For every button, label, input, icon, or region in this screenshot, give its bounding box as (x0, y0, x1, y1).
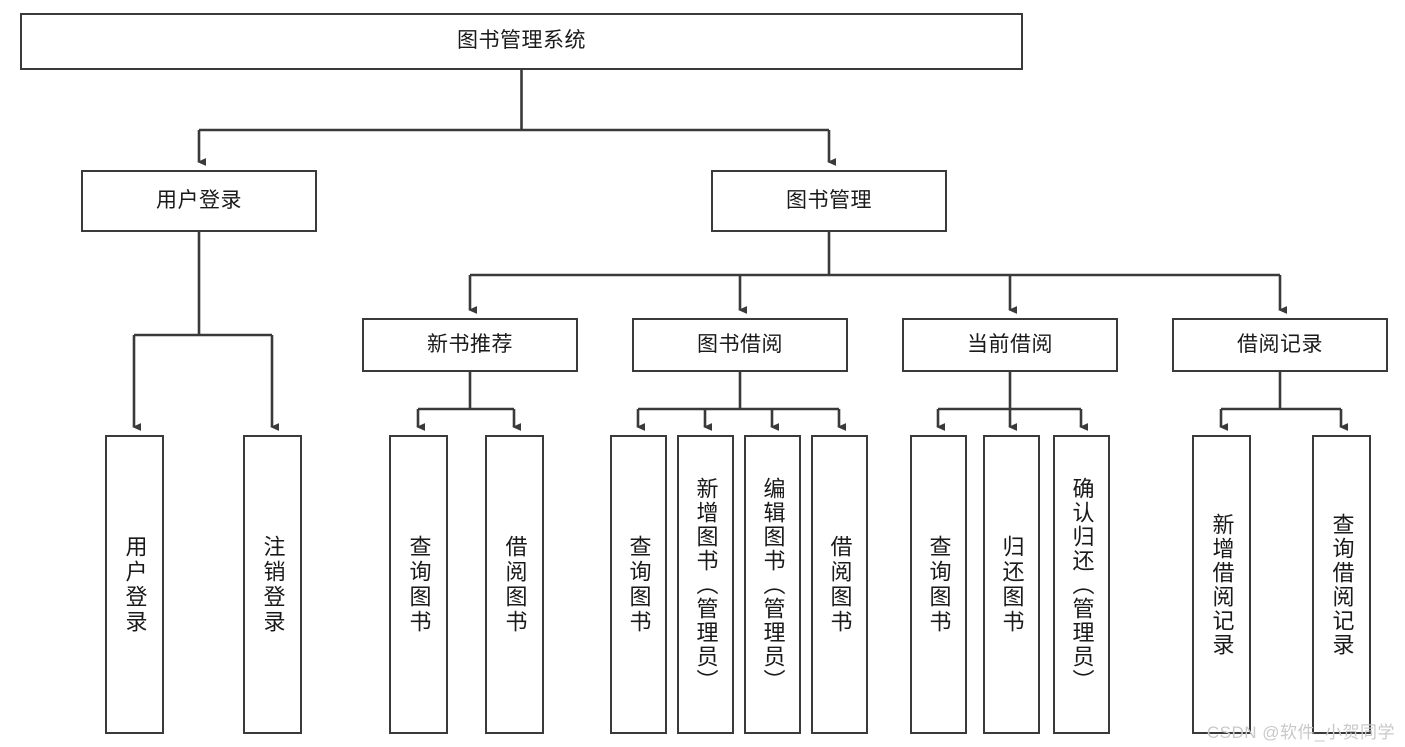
leaf-confirm-return[interactable]: 确认归还（管理员） (1053, 435, 1110, 734)
leaf-borrow-book-recommendation[interactable]: 借阅图书 (485, 435, 544, 734)
node-borrow-record-label: 借阅记录 (1237, 332, 1323, 356)
node-user-login-label: 用户登录 (156, 188, 242, 212)
leaf-query-book-current-label: 查询图书 (926, 534, 952, 635)
leaf-user-login[interactable]: 用户登录 (105, 435, 164, 734)
leaf-query-book-current[interactable]: 查询图书 (910, 435, 967, 734)
leaf-query-book-borrow-label: 查询图书 (626, 534, 652, 635)
leaf-query-borrow-record-label: 查询借阅记录 (1329, 512, 1355, 657)
leaf-add-book[interactable]: 新增图书（管理员） (677, 435, 734, 734)
node-root-label: 图书管理系统 (457, 29, 586, 53)
leaf-edit-book[interactable]: 编辑图书（管理员） (744, 435, 801, 734)
node-root[interactable]: 图书管理系统 (20, 13, 1023, 70)
leaf-edit-book-label: 编辑图书（管理员） (760, 476, 786, 693)
node-current-borrow[interactable]: 当前借阅 (902, 318, 1118, 372)
leaf-return-book-label: 归还图书 (999, 534, 1025, 635)
node-book-manage-label: 图书管理 (786, 188, 872, 212)
node-user-login[interactable]: 用户登录 (81, 170, 317, 232)
node-borrow-record[interactable]: 借阅记录 (1172, 318, 1388, 372)
leaf-query-book-recommendation[interactable]: 查询图书 (389, 435, 448, 734)
leaf-query-book-recommendation-label: 查询图书 (406, 534, 432, 635)
leaf-return-book[interactable]: 归还图书 (983, 435, 1040, 734)
leaf-borrow-book[interactable]: 借阅图书 (811, 435, 868, 734)
node-book-manage[interactable]: 图书管理 (711, 170, 947, 232)
leaf-add-borrow-record[interactable]: 新增借阅记录 (1192, 435, 1251, 734)
node-book-borrow-label: 图书借阅 (697, 332, 783, 356)
leaf-logout[interactable]: 注销登录 (243, 435, 302, 734)
node-book-borrow[interactable]: 图书借阅 (632, 318, 848, 372)
csdn-watermark: CSDN @软件_小贺同学 (1206, 723, 1395, 742)
leaf-logout-label: 注销登录 (260, 534, 286, 635)
leaf-add-book-label: 新增图书（管理员） (693, 476, 719, 693)
leaf-query-borrow-record[interactable]: 查询借阅记录 (1312, 435, 1371, 734)
leaf-borrow-book-label: 借阅图书 (827, 534, 853, 635)
leaf-confirm-return-label: 确认归还（管理员） (1069, 476, 1095, 693)
leaf-add-borrow-record-label: 新增借阅记录 (1209, 512, 1235, 657)
leaf-user-login-label: 用户登录 (122, 534, 148, 635)
node-new-book-recommendation-label: 新书推荐 (427, 332, 513, 356)
leaf-borrow-book-recommendation-label: 借阅图书 (502, 534, 528, 635)
leaf-query-book-borrow[interactable]: 查询图书 (610, 435, 667, 734)
node-new-book-recommendation[interactable]: 新书推荐 (362, 318, 578, 372)
node-current-borrow-label: 当前借阅 (967, 332, 1053, 356)
